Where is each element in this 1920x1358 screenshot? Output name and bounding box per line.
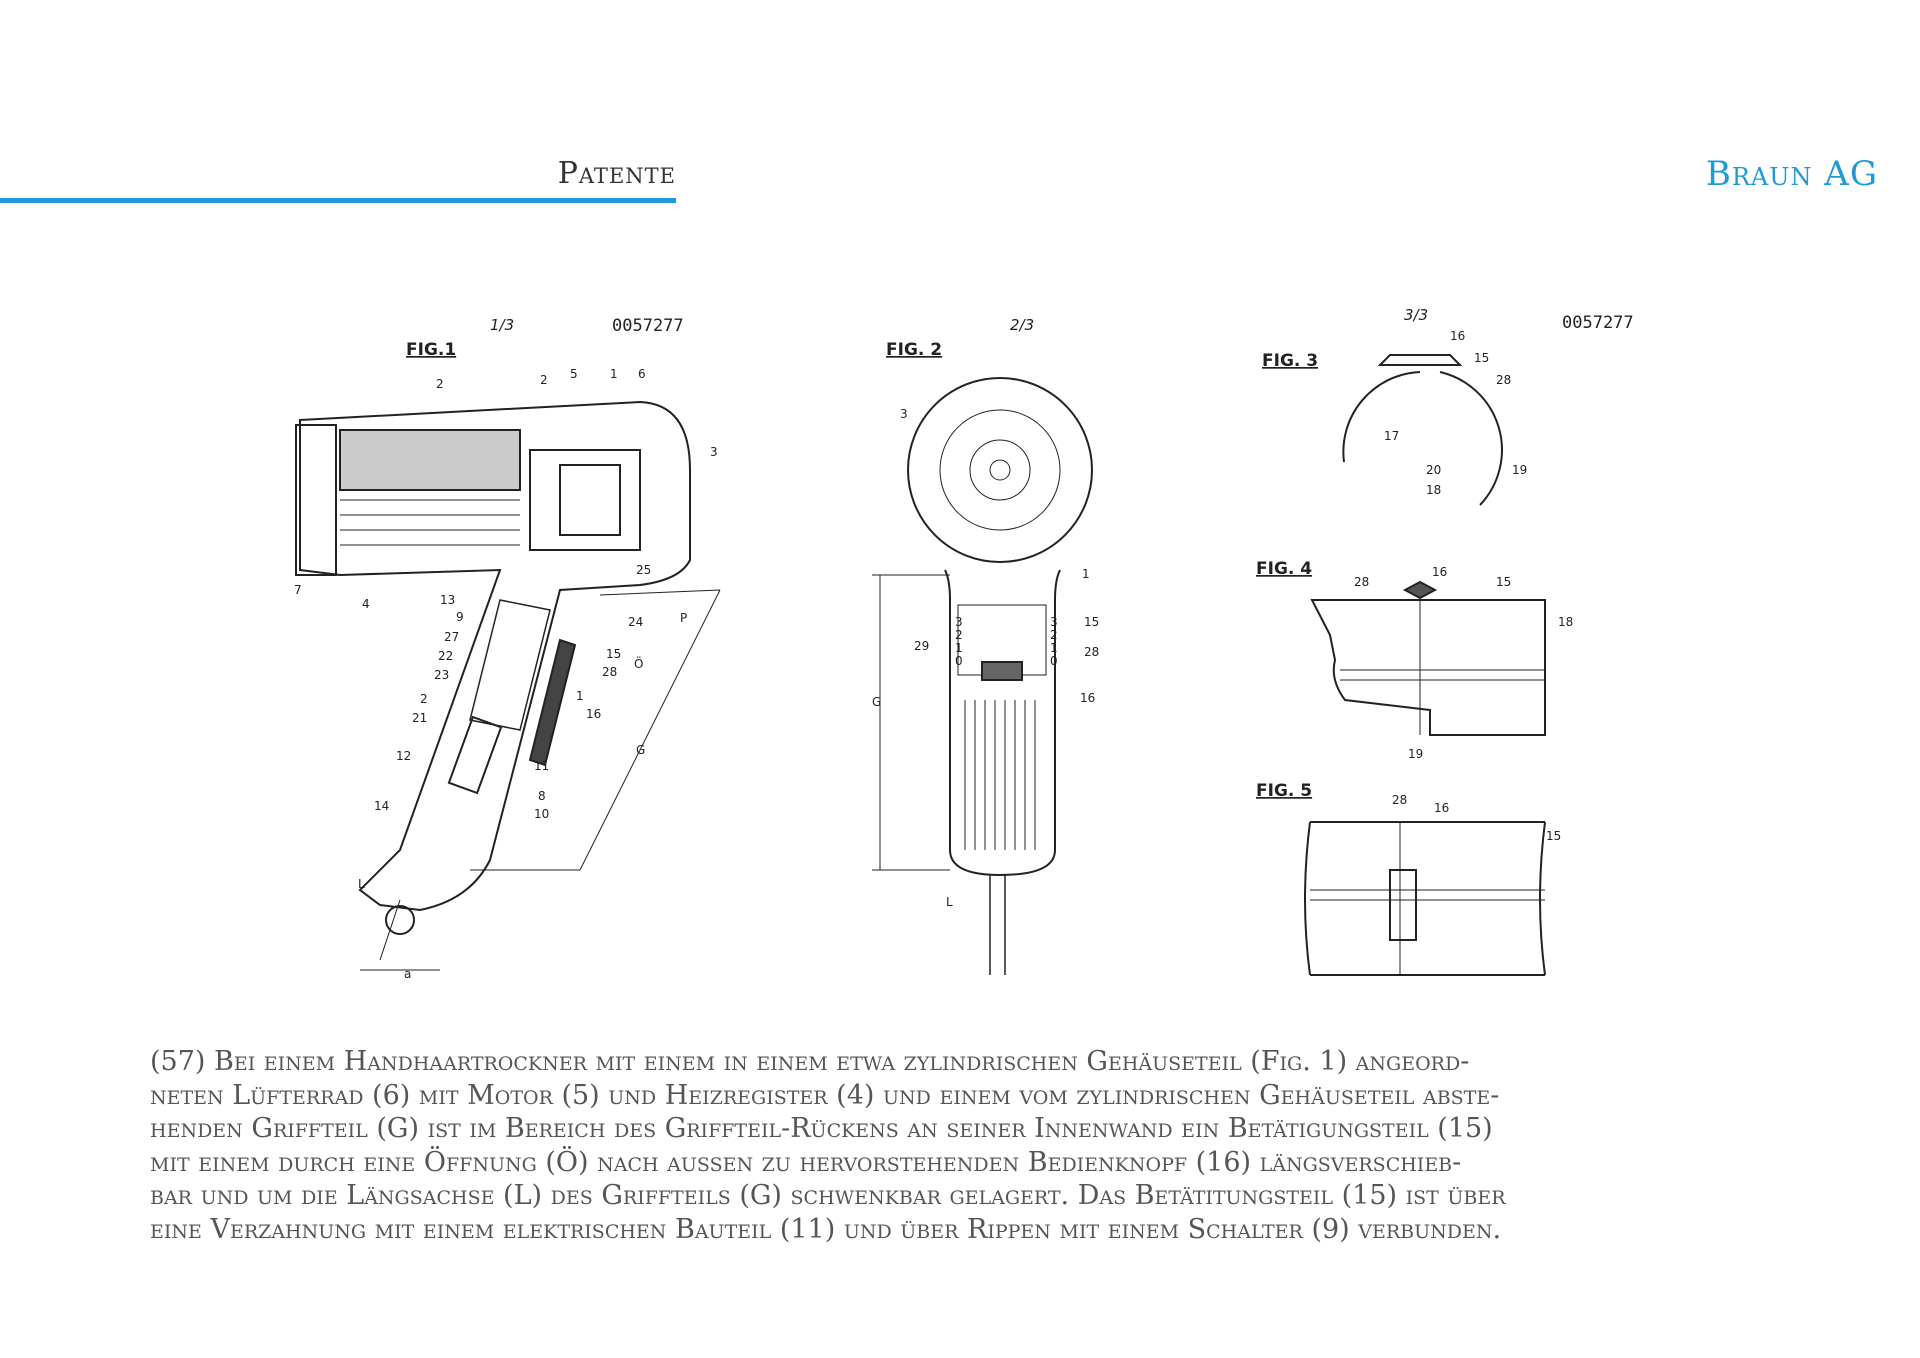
fig1-label: 2 <box>420 692 428 706</box>
fig3-label: 20 <box>1426 463 1441 477</box>
fig2-label: 0 <box>1050 654 1058 668</box>
fig3-label: 19 <box>1512 463 1527 477</box>
fig2-label: L <box>946 895 953 909</box>
fig1-label: 14 <box>374 799 389 813</box>
abstract-line: mit einem durch eine Öffnung (Ö) nach au… <box>150 1146 1462 1178</box>
fig2-label: 2 <box>1050 628 1058 642</box>
fig1-label: a <box>404 967 411 981</box>
fig3-label: 18 <box>1426 483 1441 497</box>
figure-2: 2/3 FIG. 2 3 1 15 28 29 16 G L 3 2 1 0 3… <box>872 316 1099 975</box>
patent-number-1: 0057277 <box>612 316 684 336</box>
fig2-label: 1 <box>1050 641 1058 655</box>
fig2-label: 3 <box>1050 615 1058 629</box>
fig5-title: FIG. 5 <box>1256 781 1312 801</box>
fig4-label: 18 <box>1558 615 1573 629</box>
figures-3-5: 3/3 0057277 FIG. 3 FIG. 4 FIG. 5 16 15 2… <box>1256 306 1634 976</box>
fig4-label: 19 <box>1408 747 1423 761</box>
fig1-label: 25 <box>636 563 651 577</box>
sheet-number-3: 3/3 <box>1404 306 1428 324</box>
fig3-label: 28 <box>1496 373 1511 387</box>
fig2-title: FIG. 2 <box>886 340 942 360</box>
fig1-label: 3 <box>710 445 718 459</box>
fig2-label: 3 <box>900 407 908 421</box>
fig1-label: 4 <box>362 597 370 611</box>
fig1-title: FIG.1 <box>406 340 456 360</box>
fig1-label: 21 <box>412 711 427 725</box>
patent-abstract: (57) Bei einem Handhaartrockner mit eine… <box>150 1045 1790 1246</box>
fig1-label: 28 <box>602 665 617 679</box>
fig4-label: 15 <box>1496 575 1511 589</box>
abstract-line: neten Lüfterrad (6) mit Motor (5) und He… <box>150 1079 1500 1111</box>
sheet-number-2: 2/3 <box>1010 316 1034 334</box>
fig2-label: 0 <box>955 654 963 668</box>
fig1-label: 8 <box>538 789 546 803</box>
abstract-line: henden Griffteil (G) ist im Bereich des … <box>150 1113 1493 1144</box>
fig4-label: 16 <box>1432 565 1447 579</box>
fig2-label: 1 <box>955 641 963 655</box>
fig3-label: 17 <box>1384 429 1399 443</box>
fig1-label: 16 <box>586 707 601 721</box>
fig2-label: 29 <box>914 639 929 653</box>
fig1-label: 7 <box>294 583 302 597</box>
patent-number-2: 0057277 <box>1562 313 1634 333</box>
fig5-label: 16 <box>1434 801 1449 815</box>
fig1-label: 15 <box>606 647 621 661</box>
fig1-label: 24 <box>628 615 643 629</box>
fig2-label: G <box>872 695 881 709</box>
fig2-label: 28 <box>1084 645 1099 659</box>
fig1-label: Ö <box>634 655 643 671</box>
header-rule <box>0 198 676 203</box>
fig2-label: 3 <box>955 615 963 629</box>
fig5-label: 15 <box>1546 829 1561 843</box>
abstract-line: bar und um die Längsachse (L) des Grifft… <box>150 1180 1506 1211</box>
fig1-label: 2 <box>540 373 548 387</box>
abstract-line: eine Verzahnung mit einem elektrischen B… <box>150 1213 1502 1245</box>
fig1-label: 6 <box>638 367 646 381</box>
fig1-label: L <box>358 877 365 891</box>
figure-1: 1/3 0057277 FIG.1 2 2 5 1 6 3 7 4 13 9 2… <box>294 316 721 981</box>
fig1-label: 9 <box>456 610 464 624</box>
fig2-label: 2 <box>955 628 963 642</box>
fig1-label: 12 <box>396 749 411 763</box>
abstract-line: (57) Bei einem Handhaartrockner mit eine… <box>150 1046 1470 1077</box>
fig3-title: FIG. 3 <box>1262 351 1318 371</box>
fig1-label: 23 <box>434 668 449 682</box>
fig4-title: FIG. 4 <box>1256 559 1312 579</box>
fig3-label: 16 <box>1450 329 1465 343</box>
fig2-label: 1 <box>1082 567 1090 581</box>
fig4-label: 28 <box>1354 575 1369 589</box>
fig1-label: 11 <box>534 759 549 773</box>
fig1-label: 5 <box>570 367 578 381</box>
fig1-label: G <box>636 743 645 757</box>
fig1-label: 13 <box>440 593 455 607</box>
fig1-label: P <box>680 611 687 625</box>
fig1-label: 22 <box>438 649 453 663</box>
fig1-label: 1 <box>576 689 584 703</box>
section-title: Patente <box>557 156 676 191</box>
fig1-label: 1 <box>610 367 618 381</box>
company-name: Braun AG <box>1705 154 1878 194</box>
sheet-number-1: 1/3 <box>490 316 514 334</box>
fig1-label: 27 <box>444 630 459 644</box>
fig1-label: 2 <box>436 377 444 391</box>
fig2-label: 15 <box>1084 615 1099 629</box>
fig5-label: 28 <box>1392 793 1407 807</box>
fig3-label: 15 <box>1474 351 1489 365</box>
fig1-label: 10 <box>534 807 549 821</box>
fig2-label: 16 <box>1080 691 1095 705</box>
